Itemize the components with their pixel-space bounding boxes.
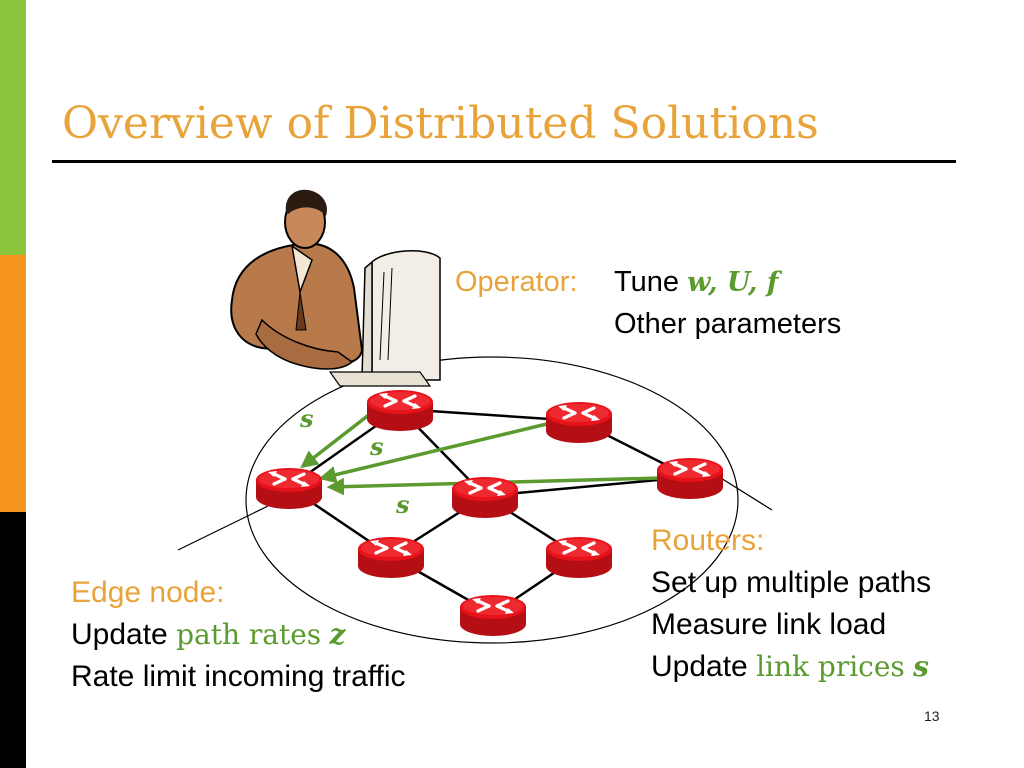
- router-icon: [544, 535, 614, 580]
- operator-tune-vars: w, U, f: [687, 267, 779, 298]
- page-number: 13: [924, 708, 940, 724]
- edge-update-text: Update: [71, 618, 168, 651]
- operator-at-computer-clipart: [230, 189, 441, 387]
- routers-line-1: Set up multiple paths: [651, 566, 932, 599]
- signal-label-s: s: [300, 404, 314, 433]
- operator-label: Operator:: [455, 266, 578, 298]
- signal-label-s: s: [370, 432, 384, 461]
- boundary-line-left: [177, 505, 269, 551]
- slide-title: Overview of Distributed Solutions: [62, 98, 819, 149]
- router-icon: [544, 400, 614, 445]
- router-icon: [356, 535, 426, 580]
- operator-line-1: Tune w, U, f: [614, 266, 778, 299]
- router-icon: [450, 475, 520, 520]
- sidebar-color-bars: [0, 0, 26, 768]
- arrow-1: [300, 412, 372, 469]
- arrow-2: [318, 421, 552, 484]
- operator-line-2: Other parameters: [614, 308, 842, 340]
- router-icon: [655, 456, 725, 501]
- routers-line-2: Measure link load: [651, 608, 887, 641]
- edge-node-line-1: Update path rates z: [71, 618, 345, 652]
- operator-tune-text: Tune: [614, 266, 680, 298]
- routers-line-3: Update link prices s: [651, 650, 929, 684]
- router-icon: [458, 593, 528, 638]
- edge-path-rates-text: path rates: [176, 618, 322, 651]
- edge-node-label: Edge node:: [71, 576, 225, 609]
- routers-link-prices-text: link prices: [756, 650, 905, 683]
- edge-var-z: z: [329, 618, 346, 651]
- routers-update-text: Update: [651, 650, 748, 683]
- network-boundary: [245, 356, 739, 644]
- router-icon: [365, 388, 435, 433]
- sidebar-black-bar: [0, 512, 26, 768]
- routers-label: Routers:: [651, 524, 765, 557]
- title-underline: [52, 160, 956, 163]
- sidebar-orange-bar: [0, 255, 26, 512]
- routers-var-s: s: [913, 650, 929, 683]
- sidebar-green-bar: [0, 0, 26, 255]
- signal-label-s: s: [396, 490, 410, 519]
- router-icon-edge: [254, 466, 324, 511]
- edge-node-line-2: Rate limit incoming traffic: [71, 660, 406, 693]
